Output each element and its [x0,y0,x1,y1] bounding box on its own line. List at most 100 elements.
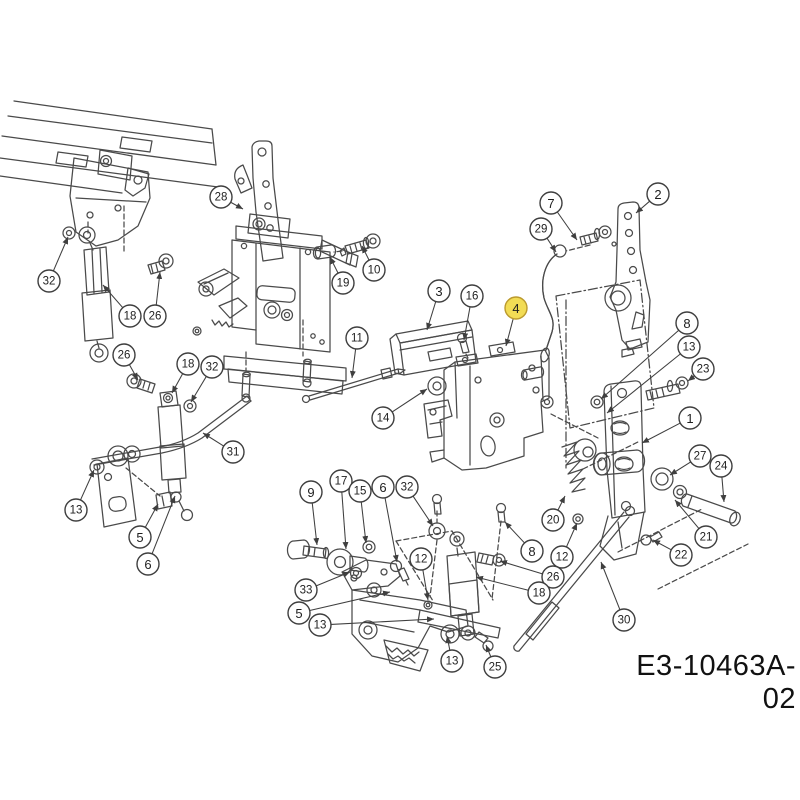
callout-6[interactable]: 6 [371,475,399,563]
callout-circle [64,498,88,522]
callout-number: 27 [694,451,707,463]
callout-3[interactable]: 3 [426,279,451,331]
callout-number: 4 [512,301,519,316]
callout-13[interactable]: 13 [606,335,701,414]
callout-number: 2 [654,187,661,202]
callout-number: 32 [401,482,414,494]
callout-32[interactable]: 32 [190,355,224,403]
callout-8[interactable]: 8 [600,311,699,400]
rod-30 [513,505,636,652]
callout-26[interactable]: 26 [143,271,167,328]
callout-29[interactable]: 29 [529,217,557,253]
trunnion [592,449,646,476]
bushing-17 [326,548,369,576]
bolt-7 [579,225,612,246]
callout-32[interactable]: 32 [37,236,69,293]
callout-circle [541,508,565,532]
callout-number: 9 [307,485,314,500]
roller-bushing [573,438,597,462]
callout-13[interactable]: 13 [440,635,464,673]
callout-32[interactable]: 32 [395,475,434,527]
callout-number: 23 [697,364,710,376]
callout-number: 3 [435,284,442,299]
callout-circle [529,217,553,241]
callout-number: 32 [206,362,219,374]
callout-13[interactable]: 13 [308,613,435,637]
grip-pad [55,151,89,168]
callout-number: 7 [547,196,554,211]
callout-number: 30 [618,615,631,627]
callout-5[interactable]: 5 [128,503,159,549]
callout-25[interactable]: 25 [483,644,507,679]
spring-20 [561,441,586,493]
callout-circle [221,440,245,464]
bolt-26-left [126,373,156,394]
pedal-sector-assembly [286,493,507,672]
callout-15[interactable]: 15 [348,479,372,544]
callout-26[interactable]: 26 [499,560,565,589]
callout-12[interactable]: 12 [409,547,433,601]
callout-circle [143,304,167,328]
callout-12[interactable]: 12 [550,522,578,569]
bolt-26-front [147,253,174,275]
callout-circle [483,655,507,679]
lift-lever-2 [555,201,655,469]
callout-circle [527,581,551,605]
callout-18[interactable]: 18 [102,284,142,328]
callout-circle [675,311,699,335]
callout-number: 8 [528,544,535,559]
callout-number: 13 [446,656,459,668]
callout-16[interactable]: 16 [460,284,484,341]
callout-7[interactable]: 7 [539,191,578,241]
callout-28[interactable]: 28 [209,185,244,210]
callout-number: 20 [547,515,560,527]
callout-number: 31 [227,447,240,459]
callout-11[interactable]: 11 [345,326,369,379]
callout-circle [308,613,332,637]
callout-13[interactable]: 13 [64,469,95,522]
callout-number: 18 [533,588,546,600]
callout-27[interactable]: 27 [669,444,712,476]
washer-32-bottom [428,522,446,540]
callout-number: 6 [379,480,386,495]
callout-1[interactable]: 1 [641,406,702,444]
nut-8-right [590,395,604,409]
callout-number: 19 [337,278,350,290]
callout-20[interactable]: 20 [541,495,566,532]
callout-14[interactable]: 14 [371,388,428,430]
callout-circle [294,578,318,602]
callout-number: 15 [354,486,367,498]
callout-number: 13 [314,620,327,632]
callout-number: 32 [43,276,56,288]
callout-22[interactable]: 22 [652,539,693,567]
callout-30[interactable]: 30 [600,561,636,632]
callout-2[interactable]: 2 [635,182,670,214]
callout-circle [688,444,712,468]
callout-circle [128,525,152,549]
callout-17[interactable]: 17 [329,469,353,550]
callout-18[interactable]: 18 [171,352,200,394]
callout-number: 28 [215,192,228,204]
callout-number: 11 [351,333,363,345]
carriage-bolt [302,360,312,383]
diagram-code: E3-10463A-02 [636,650,796,715]
callout-circle [550,545,574,569]
callout-circle [371,406,395,430]
callout-8[interactable]: 8 [504,521,544,563]
callout-24[interactable]: 24 [709,454,733,503]
callout-21[interactable]: 21 [674,499,718,549]
callout-23[interactable]: 23 [687,357,715,382]
carriage-bolt [241,373,251,398]
callout-9[interactable]: 9 [299,480,323,546]
rail-mount-bracket [69,149,151,247]
callout-18[interactable]: 18 [475,575,551,605]
callout-5[interactable]: 5 [287,590,391,625]
callout-4-highlighted[interactable]: 4 [504,296,528,347]
callout-10[interactable]: 10 [361,245,386,282]
callout-6[interactable]: 6 [136,495,176,576]
callout-31[interactable]: 31 [202,432,245,464]
callout-26[interactable]: 26 [112,343,139,381]
callout-19[interactable]: 19 [329,256,355,295]
callout-33[interactable]: 33 [294,571,351,602]
